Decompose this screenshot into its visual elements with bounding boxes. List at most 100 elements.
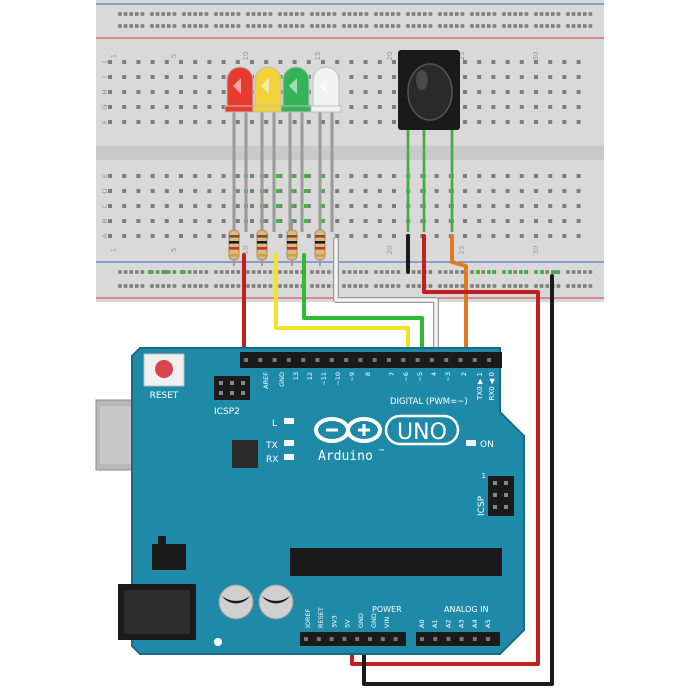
- header-pin[interactable]: [429, 358, 434, 362]
- rail-hole: [332, 12, 337, 16]
- breadboard-hole: [136, 90, 141, 94]
- breadboard-hole: [534, 105, 538, 109]
- header-pin[interactable]: [433, 637, 438, 641]
- header-pin[interactable]: [420, 637, 424, 641]
- breadboard-hole: [335, 219, 340, 223]
- icsp-pin[interactable]: [493, 493, 497, 497]
- header-pin[interactable]: [472, 358, 477, 362]
- header-pin[interactable]: [401, 358, 406, 362]
- digital-pin-label: ~10: [334, 372, 342, 386]
- rail-hole: [129, 24, 133, 28]
- header-pin[interactable]: [304, 637, 308, 641]
- header-pin[interactable]: [458, 358, 463, 362]
- header-pin[interactable]: [272, 358, 277, 362]
- icsp-pin[interactable]: [504, 505, 508, 509]
- regulator-tab: [158, 536, 166, 544]
- rail-hole: [246, 270, 250, 274]
- header-pin[interactable]: [380, 637, 385, 641]
- rail-hole: [161, 24, 165, 28]
- icsp2-pin[interactable]: [219, 381, 223, 385]
- header-pin[interactable]: [301, 358, 306, 362]
- header-pin[interactable]: [244, 358, 248, 362]
- rx-label: RX: [266, 455, 278, 465]
- breadboard-hole: [278, 219, 283, 223]
- icsp2-pin[interactable]: [219, 391, 223, 395]
- icsp2-pin[interactable]: [230, 381, 234, 385]
- breadboard-hole: [292, 189, 297, 193]
- breadboard-hole: [335, 189, 340, 193]
- header-pin[interactable]: [368, 637, 372, 641]
- header-pin[interactable]: [444, 358, 449, 362]
- icsp-pin[interactable]: [504, 493, 508, 497]
- resistor-band: [315, 235, 325, 238]
- header-pin[interactable]: [316, 637, 321, 641]
- icsp-pin[interactable]: [493, 481, 497, 485]
- rail-hole: [417, 24, 421, 28]
- header-pin[interactable]: [344, 358, 349, 362]
- icsp2-pin[interactable]: [230, 391, 234, 395]
- breadboard-hole: [562, 75, 567, 79]
- header-pin[interactable]: [487, 358, 492, 362]
- header-pin[interactable]: [329, 358, 334, 362]
- arduino-pcb: [131, 347, 525, 655]
- breadboard-hole: [377, 234, 382, 238]
- rail-hole: [385, 284, 389, 288]
- breadboard-hole: [519, 90, 524, 94]
- header-pin[interactable]: [342, 637, 347, 641]
- analog-pin-label: A4: [471, 619, 479, 628]
- breadboard-hole: [108, 174, 112, 178]
- icsp-pin[interactable]: [504, 481, 508, 485]
- resistors: [228, 222, 326, 266]
- header-pin[interactable]: [446, 637, 451, 641]
- rail-hole: [257, 12, 261, 16]
- breadboard-hole: [576, 105, 581, 109]
- breadboard-hole: [122, 189, 127, 193]
- row-letter: D: [101, 188, 109, 193]
- header-pin[interactable]: [258, 358, 263, 362]
- header-pin[interactable]: [372, 358, 377, 362]
- breadboard-hole: [179, 75, 183, 79]
- breadboard-hole: [179, 60, 183, 64]
- header-pin[interactable]: [459, 637, 464, 641]
- header-pin[interactable]: [329, 637, 334, 641]
- rail-hole: [502, 284, 506, 288]
- analog-pin-label: A5: [484, 619, 492, 628]
- breadboard-hole: [108, 189, 112, 193]
- breadboard-hole: [250, 174, 254, 178]
- breadboard-hole: [562, 234, 567, 238]
- rail-hole: [492, 12, 497, 16]
- header-pin[interactable]: [355, 637, 360, 641]
- reset-button[interactable]: [155, 360, 173, 378]
- header-pin[interactable]: [472, 637, 477, 641]
- icsp2-pin[interactable]: [241, 391, 245, 395]
- rail-hole: [583, 12, 587, 16]
- header-pin[interactable]: [286, 358, 291, 362]
- breadboard-hole: [576, 219, 581, 223]
- power-pin-label: 5V: [344, 619, 352, 628]
- rail-hole: [219, 284, 224, 288]
- rail-hole: [460, 284, 465, 288]
- rail-hole: [140, 284, 145, 288]
- breadboard-hole: [576, 60, 581, 64]
- header-pin[interactable]: [415, 358, 420, 362]
- breadboard-hole: [505, 204, 510, 208]
- icsp2-pin[interactable]: [241, 381, 245, 385]
- header-pin[interactable]: [486, 637, 490, 641]
- header-pin[interactable]: [315, 358, 320, 362]
- icsp-pin1-label: 1: [482, 472, 486, 480]
- header-pin[interactable]: [358, 358, 363, 362]
- header-pin[interactable]: [393, 637, 398, 641]
- header-pin[interactable]: [387, 358, 391, 362]
- rail-hole: [551, 270, 555, 274]
- breadboard-hole: [108, 60, 112, 64]
- white-led: [310, 66, 342, 232]
- breadboard-hole: [463, 189, 467, 193]
- icsp-pin[interactable]: [493, 505, 497, 509]
- digital-pin-label: GND: [278, 372, 286, 387]
- breadboard-hole: [363, 105, 368, 109]
- rail-hole: [374, 270, 378, 274]
- breadboard-hole: [150, 234, 155, 238]
- rail-hole: [583, 270, 587, 274]
